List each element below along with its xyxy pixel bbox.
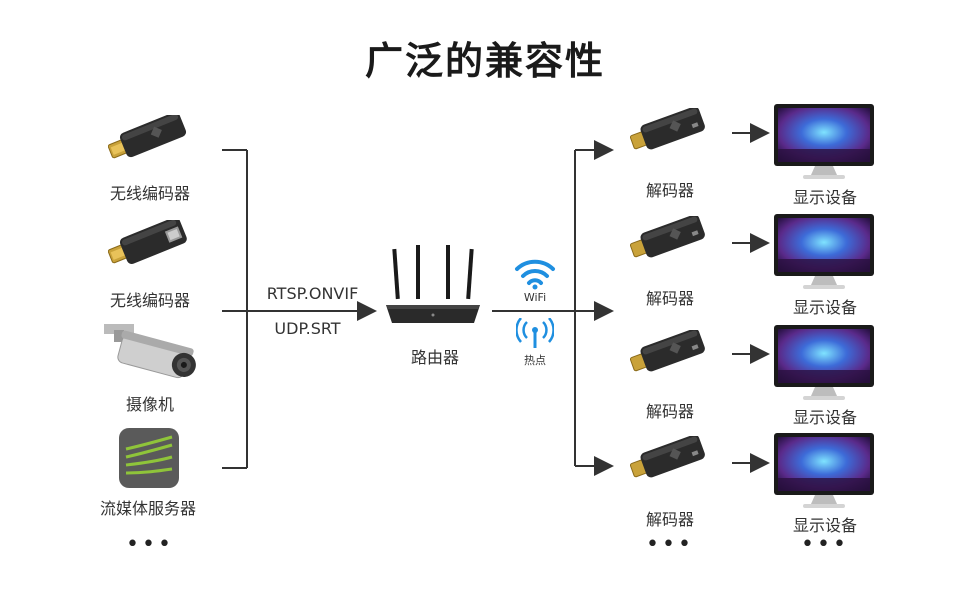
hotspot-label: 热点	[524, 354, 546, 367]
display-label-4: 显示设备	[792, 516, 857, 535]
display-monitor-icon	[774, 325, 874, 400]
displays-more: •••	[801, 532, 849, 557]
display-label-3: 显示设备	[792, 408, 857, 427]
decoder-icon	[630, 108, 705, 150]
decoder-label-2: 解码器	[645, 289, 694, 308]
display-monitor-icon	[774, 104, 874, 179]
decoder-icon	[630, 330, 705, 372]
decoder-icon	[630, 216, 705, 258]
source-label-4: 流媒体服务器	[99, 499, 196, 518]
protocol-top-label: RTSP.ONVIF	[266, 284, 359, 303]
decoders-more: •••	[646, 532, 694, 557]
decoder-label-4: 解码器	[645, 510, 694, 529]
display-monitor-icon	[774, 433, 874, 508]
wifi-icon	[515, 259, 555, 290]
camera-icon	[104, 324, 196, 379]
protocol-bottom-label: UDP.SRT	[274, 319, 341, 338]
decoder-icon	[630, 436, 705, 478]
page-title: 广泛的兼容性	[364, 39, 605, 83]
display-label-2: 显示设备	[792, 298, 857, 317]
sources-more: •••	[126, 532, 174, 557]
hdmi-encoder-icon	[108, 115, 187, 159]
decoder-label-1: 解码器	[645, 181, 694, 200]
display-label-1: 显示设备	[792, 188, 857, 207]
wifi-label: WiFi	[523, 291, 547, 304]
decoder-label-3: 解码器	[645, 402, 694, 421]
router-label: 路由器	[410, 348, 459, 367]
router-icon	[386, 245, 480, 323]
hotspot-icon	[516, 318, 554, 348]
source-label-3: 摄像机	[125, 395, 174, 414]
source-label-2: 无线编码器	[109, 291, 190, 310]
streaming-server-icon	[119, 428, 179, 488]
source-label-1: 无线编码器	[109, 184, 190, 203]
source-bracket	[222, 149, 248, 469]
display-monitor-icon	[774, 214, 874, 289]
hdmi-encoder-ethernet-icon	[108, 220, 187, 265]
